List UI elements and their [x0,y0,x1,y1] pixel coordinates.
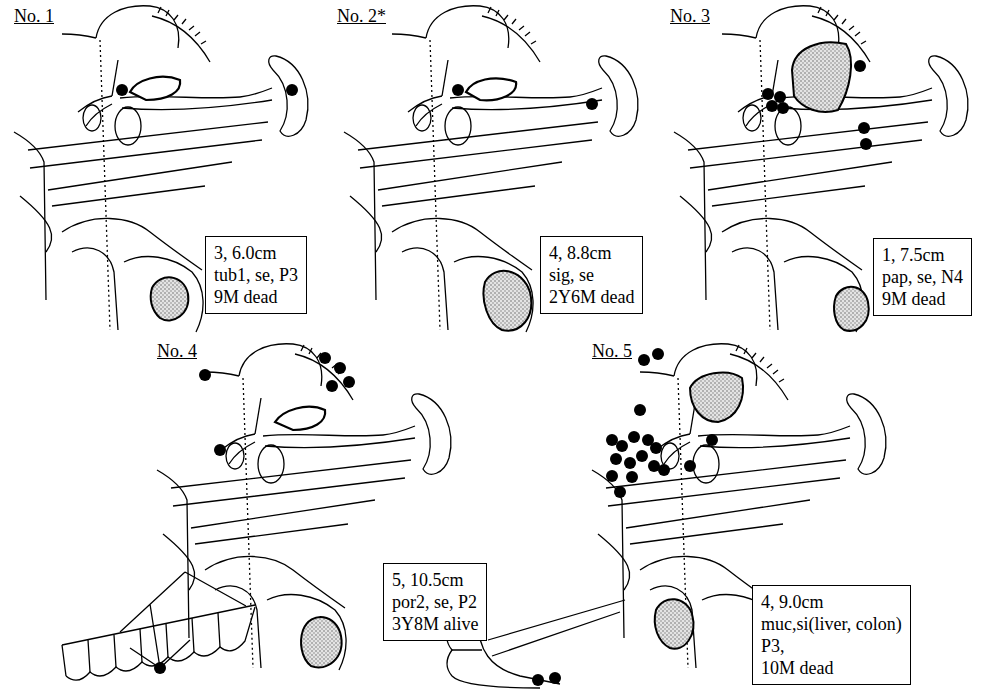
colon-wall [452,676,540,688]
colon-partitions [62,613,220,676]
node-dots [199,352,355,456]
panel-sketch [344,6,638,332]
lymph-node-dot [610,453,622,465]
lymph-node-dot [616,440,628,452]
colon-haustra [66,607,255,680]
colon-wall [478,572,560,684]
case-detail-text: 4, 8.8cm [549,242,634,264]
lymph-node-dot [319,352,331,364]
anatomy-sketch [344,6,638,332]
case-summary-box: 1, 7.5cmpap, se, N49M dead [873,238,972,316]
lymph-node-dot [606,470,618,482]
case-summary-box: 3, 6.0cmtub1, se, P39M dead [205,236,307,314]
panel-label: No. 5 [590,341,634,361]
lymph-node-dot [860,138,872,150]
node-dots [606,348,718,498]
lymph-node-dot [154,662,166,674]
lymph-node-dot [549,672,561,684]
lymph-node-dot [586,98,598,110]
case-detail-text: tub1, se, P3 [214,264,298,286]
case-detail-text: 3, 6.0cm [214,242,298,264]
lymph-node-dot [624,457,636,469]
lymph-node-dot [658,464,670,476]
lymph-node-dot [634,404,646,416]
case-detail-text: 9M dead [882,288,963,310]
case-summary-box: 4, 9.0cmmuc,si(liver, colon)P3,10M dead [752,585,911,685]
colic-vessel [488,600,625,656]
lymph-node-dot [286,84,298,96]
lymph-node-dot [706,434,718,446]
case-detail-text: 9M dead [214,286,298,308]
lymph-node-dot [777,102,789,114]
case-summary-box: 4, 8.8cmsig, se2Y6M dead [540,236,643,314]
lymph-node-dot [214,444,226,456]
lymph-node-dot [199,369,211,381]
case-summary-box: 5, 10.5cmpor2, se, P23Y8M alive [383,563,487,641]
tumor-shaded [655,599,694,648]
tumor-shaded [484,271,532,331]
lymph-node-dot [854,60,866,72]
anatomy-sketch [14,6,308,332]
panel-label: No. 2* [335,6,388,26]
node-dots [116,84,298,96]
node-dots [452,84,598,110]
case-detail-text: 3Y8M alive [392,613,478,635]
colic-vessel [120,572,246,668]
tumor-shaded [151,277,189,320]
case-detail-text: muc,si(liver, colon) [761,613,902,635]
tumor-shaded [792,42,851,112]
tumor-outline [130,77,180,100]
lymph-node-dot [762,88,774,100]
lymph-node-dot [650,442,662,454]
case-detail-text: P3, [761,635,902,657]
case-detail-text: 1, 7.5cm [882,244,963,266]
lymph-node-dot [774,91,786,103]
panel-sketch [14,6,308,332]
panel-label: No. 4 [155,341,199,361]
case-detail-text: pap, se, N4 [882,266,963,288]
lymph-node-dot [606,434,618,446]
node-dots [762,60,872,150]
colon-sketch [62,572,255,680]
lymph-node-dot [626,471,638,483]
panel-label: No. 1 [12,6,56,26]
lymph-node-dot [452,84,464,96]
case-detail-text: 4, 9.0cm [761,591,902,613]
lymph-node-dot [636,450,648,462]
tumor-outline [466,78,516,100]
lymph-node-dot [652,348,664,360]
tumor-shaded [690,373,743,422]
lymph-node-dot [116,84,128,96]
lymph-node-dot [684,460,696,472]
lymph-node-dot [628,431,640,443]
panel-sketch [674,6,968,332]
case-detail-text: por2, se, P2 [392,591,478,613]
lymph-node-dot [858,122,870,134]
panel-label: No. 3 [668,6,712,26]
case-detail-text: 10M dead [761,657,902,679]
lymph-node-dot [343,376,355,388]
anatomy-sketch [674,6,968,332]
lymph-node-dot [532,674,544,686]
case-detail-text: sig, se [549,264,634,286]
lymph-node-dot [766,100,778,112]
lymph-node-dot [638,354,650,366]
lymph-node-dot [334,362,346,374]
case-detail-text: 5, 10.5cm [392,569,478,591]
tumor-shaded [301,617,341,667]
case-detail-text: 2Y6M dead [549,286,634,308]
tumor-outline [275,407,325,430]
lymph-node-dot [614,486,626,498]
tumor-shaded [834,287,869,331]
colon-wall [62,605,255,645]
lymph-node-dot [326,380,338,392]
